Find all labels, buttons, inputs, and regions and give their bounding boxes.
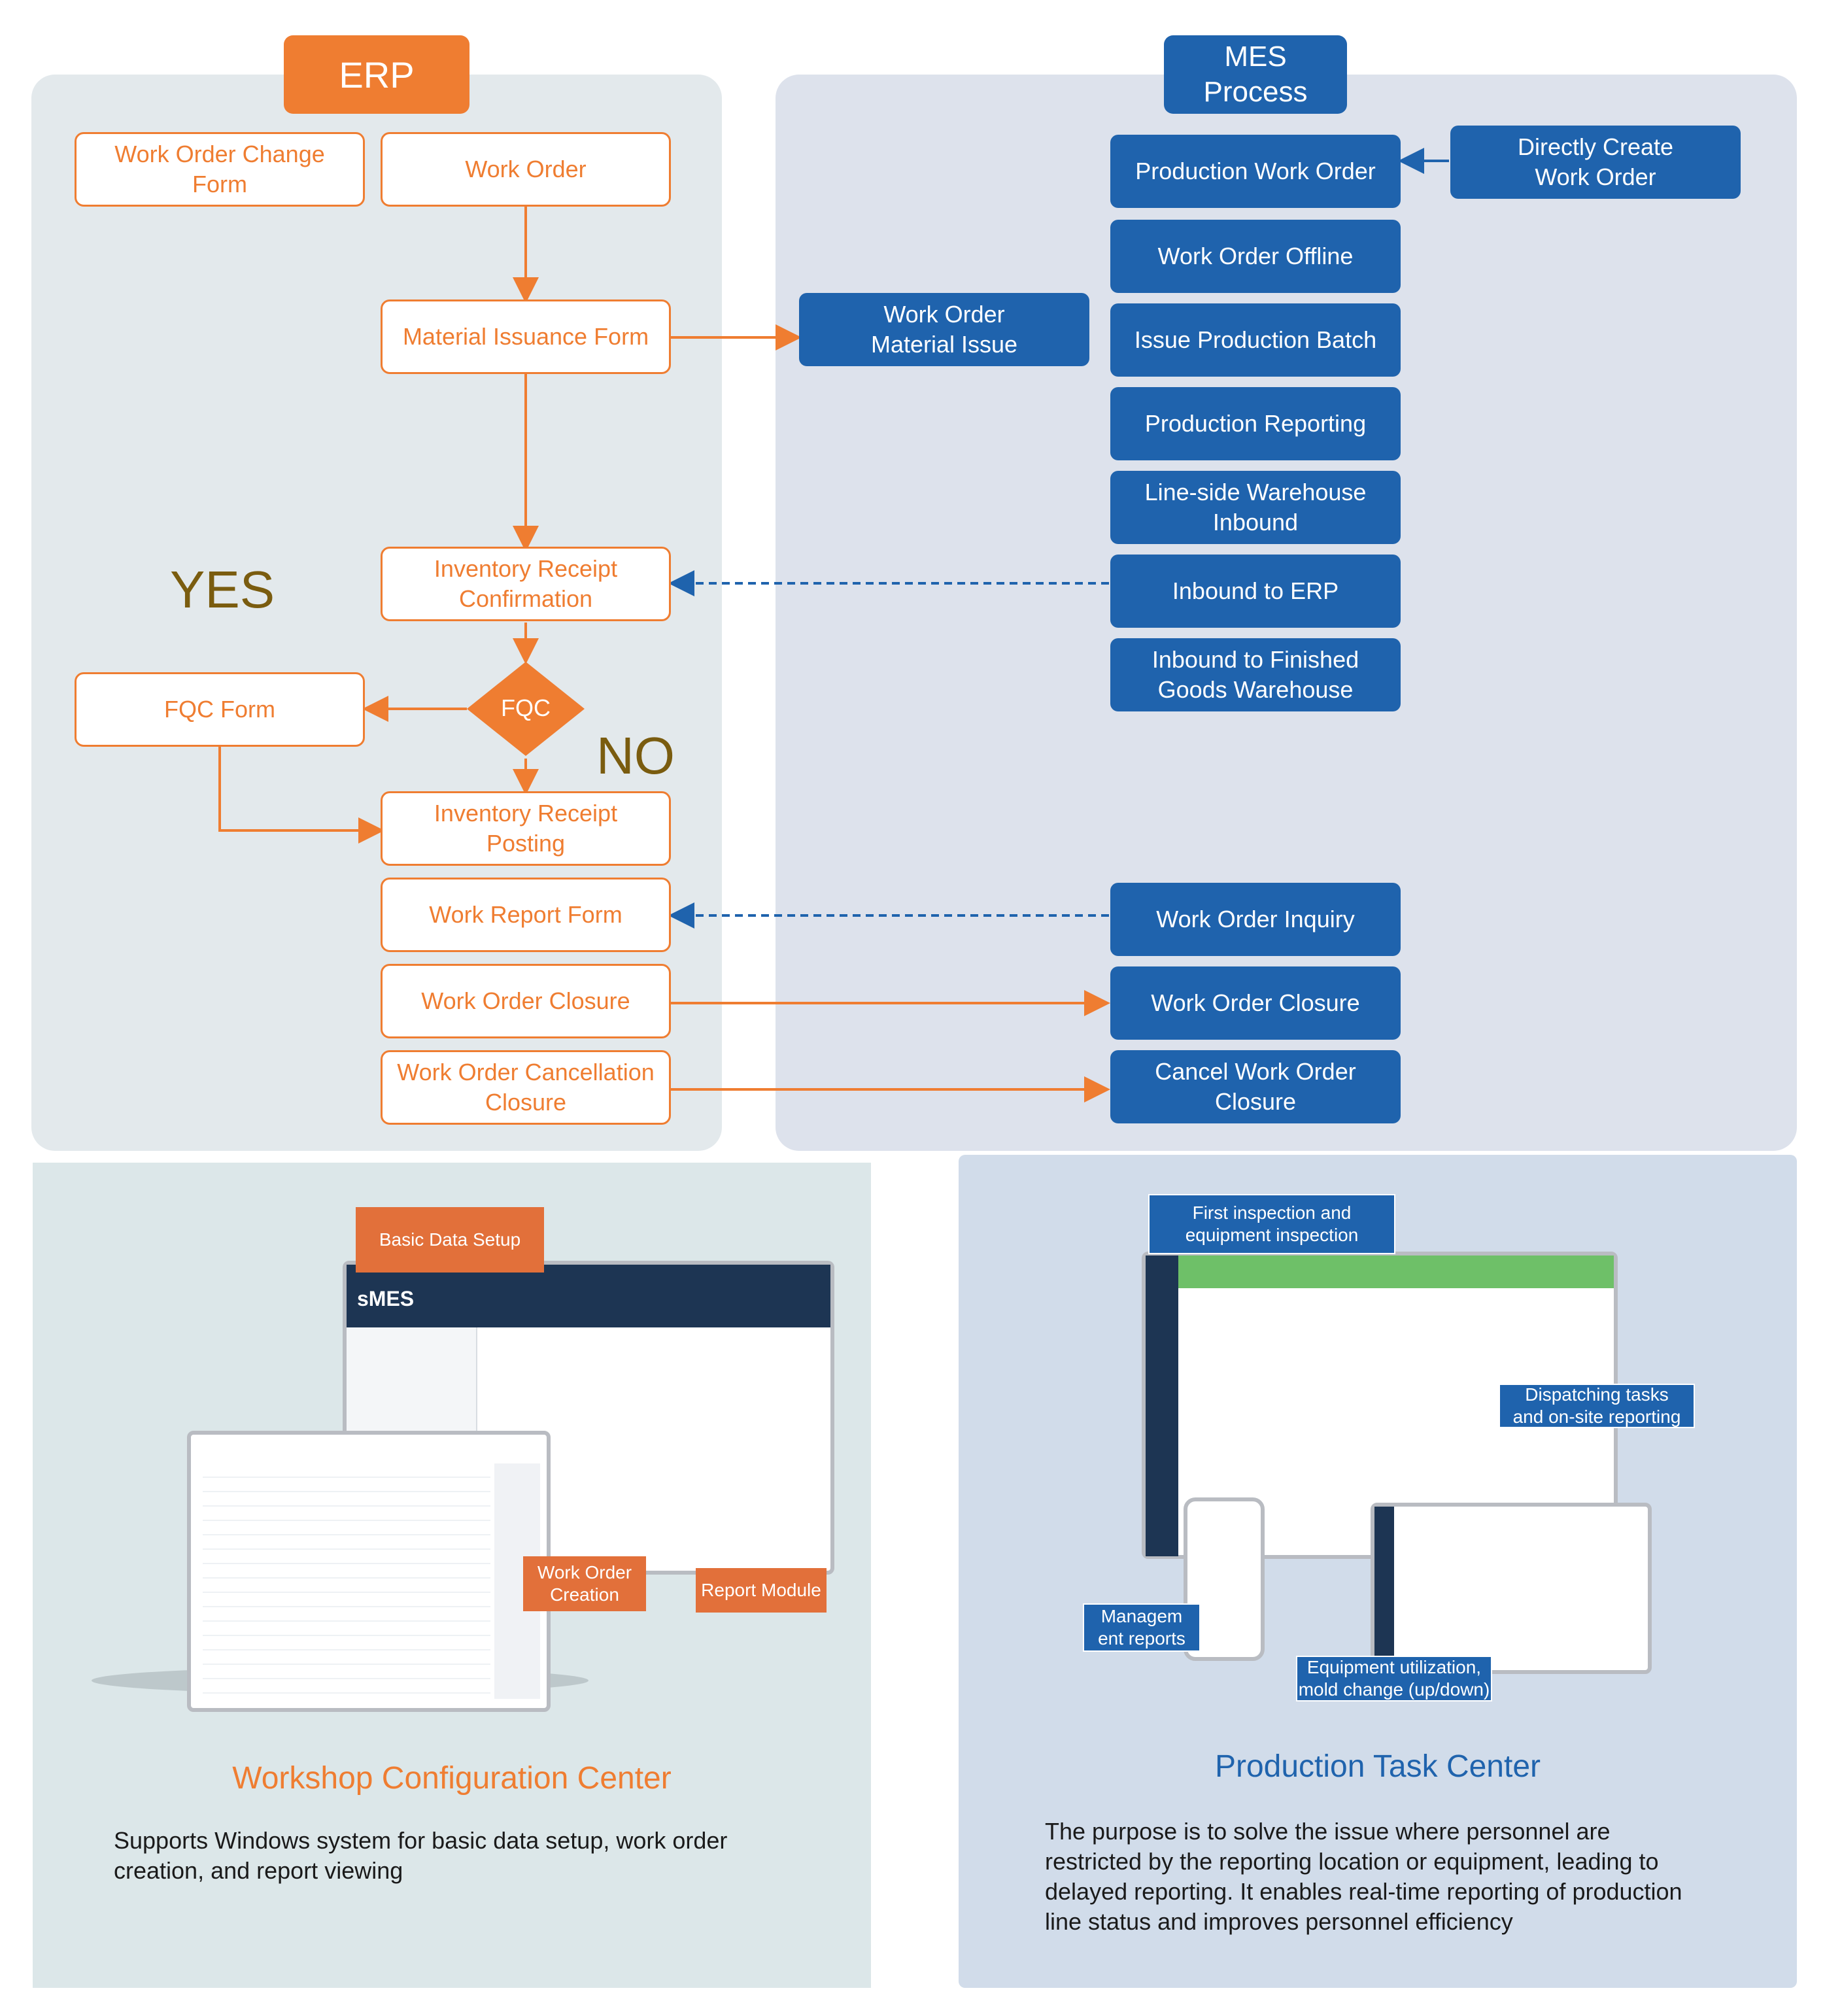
- task-center-description: The purpose is to solve the issue where …: [1045, 1818, 1682, 1935]
- fqc-diamond-label: FQC: [501, 694, 551, 721]
- cancel-work-order-closure-box: Cancel Work Order Closure: [1110, 1050, 1401, 1123]
- line-side-warehouse-inbound-box: Line-side Warehouse Inbound: [1110, 471, 1401, 544]
- mes-header-line2: Process: [1203, 76, 1308, 108]
- tablet-small-illustration: [1371, 1503, 1652, 1674]
- work-order-inquiry-label: Work Order Inquiry: [1156, 906, 1355, 932]
- mes-work-order-closure-box: Work Order Closure: [1110, 966, 1401, 1040]
- yes-label: YES: [170, 560, 275, 619]
- directly-create-work-order-label: Directly Create Work Order: [1517, 133, 1674, 190]
- production-reporting-box: Production Reporting: [1110, 387, 1401, 460]
- inbound-to-finished-goods-warehouse-box: Inbound to Finished Goods Warehouse: [1110, 638, 1401, 711]
- line-side-warehouse-inbound-label: Line-side Warehouse Inbound: [1144, 479, 1367, 536]
- basic-data-setup-callout: Basic Data Setup: [356, 1207, 544, 1273]
- erp-work-order-closure-box: Work Order Closure: [381, 964, 671, 1038]
- workshop-title: Workshop Configuration Center: [232, 1761, 672, 1796]
- cancel-work-order-closure-label: Cancel Work Order Closure: [1155, 1058, 1356, 1115]
- phone-illustration: [1184, 1497, 1265, 1661]
- work-order-material-issue-box: Work Order Material Issue: [799, 293, 1089, 366]
- directly-create-work-order-box: Directly Create Work Order: [1450, 126, 1741, 199]
- desktop-app-header: sMES: [347, 1265, 830, 1327]
- work-order-material-issue-label: Work Order Material Issue: [870, 301, 1018, 358]
- fqc-form-box: FQC Form: [75, 672, 365, 747]
- tablet-side-nav: [1146, 1256, 1178, 1556]
- work-report-form-box: Work Report Form: [381, 878, 671, 952]
- material-issuance-form-label: Material Issuance Form: [402, 323, 649, 350]
- dispatching-callout: Dispatching tasks and on-site reporting: [1499, 1384, 1695, 1428]
- inventory-receipt-posting-box: Inventory Receipt Posting: [381, 791, 671, 866]
- inventory-receipt-confirmation-label: Inventory Receipt Confirmation: [434, 555, 618, 612]
- work-order-creation-callout: Work Order Creation: [523, 1556, 646, 1611]
- work-order-label: Work Order: [465, 156, 587, 182]
- management-reports-callout: Managem ent reports: [1083, 1603, 1201, 1652]
- work-order-cancellation-closure-label: Work Order Cancellation Closure: [397, 1059, 655, 1116]
- report-module-callout: Report Module: [696, 1568, 827, 1613]
- tablet-top-bar: [1178, 1256, 1614, 1288]
- laptop-screen-illustration: [187, 1431, 551, 1712]
- first-inspection-callout: First inspection and equipment inspectio…: [1148, 1194, 1395, 1254]
- inbound-to-erp-box: Inbound to ERP: [1110, 555, 1401, 628]
- inbound-to-finished-goods-warehouse-label: Inbound to Finished Goods Warehouse: [1151, 646, 1359, 703]
- work-order-box: Work Order: [381, 132, 671, 207]
- material-issuance-form-box: Material Issuance Form: [381, 299, 671, 374]
- erp-header: ERP: [284, 35, 469, 114]
- work-order-cancellation-closure-box: Work Order Cancellation Closure: [381, 1050, 671, 1125]
- inventory-receipt-posting-label: Inventory Receipt Posting: [434, 800, 618, 857]
- work-order-inquiry-box: Work Order Inquiry: [1110, 883, 1401, 956]
- app-brand: sMES: [357, 1287, 415, 1310]
- task-center-title: Production Task Center: [1214, 1749, 1541, 1784]
- work-order-offline-box: Work Order Offline: [1110, 220, 1401, 293]
- issue-production-batch-label: Issue Production Batch: [1134, 326, 1377, 353]
- work-order-offline-label: Work Order Offline: [1157, 243, 1354, 269]
- workshop-description: Supports Windows system for basic data s…: [114, 1827, 728, 1884]
- production-work-order-label: Production Work Order: [1135, 158, 1376, 184]
- equipment-utilization-callout: Equipment utilization, mold change (up/d…: [1296, 1656, 1492, 1701]
- erp-work-order-closure-label: Work Order Closure: [421, 987, 630, 1014]
- mes-work-order-closure-label: Work Order Closure: [1151, 989, 1360, 1016]
- mes-header-line1: MES: [1224, 41, 1287, 73]
- production-work-order-box: Production Work Order: [1110, 135, 1401, 208]
- work-order-change-form-box: Work Order Change Form: [75, 132, 365, 207]
- tablet-small-side-nav: [1374, 1507, 1394, 1670]
- production-reporting-label: Production Reporting: [1144, 410, 1367, 437]
- fqc-diamond: [467, 662, 585, 756]
- inventory-receipt-confirmation-box: Inventory Receipt Confirmation: [381, 547, 671, 621]
- issue-production-batch-box: Issue Production Batch: [1110, 303, 1401, 377]
- work-report-form-label: Work Report Form: [429, 901, 623, 928]
- inbound-to-erp-label: Inbound to ERP: [1172, 577, 1339, 604]
- fqc-form-label: FQC Form: [164, 696, 275, 723]
- work-order-change-form-label: Work Order Change Form: [114, 141, 325, 197]
- mes-header: MES Process: [1164, 35, 1347, 114]
- no-label: NO: [596, 726, 675, 785]
- laptop-table: [203, 1463, 490, 1699]
